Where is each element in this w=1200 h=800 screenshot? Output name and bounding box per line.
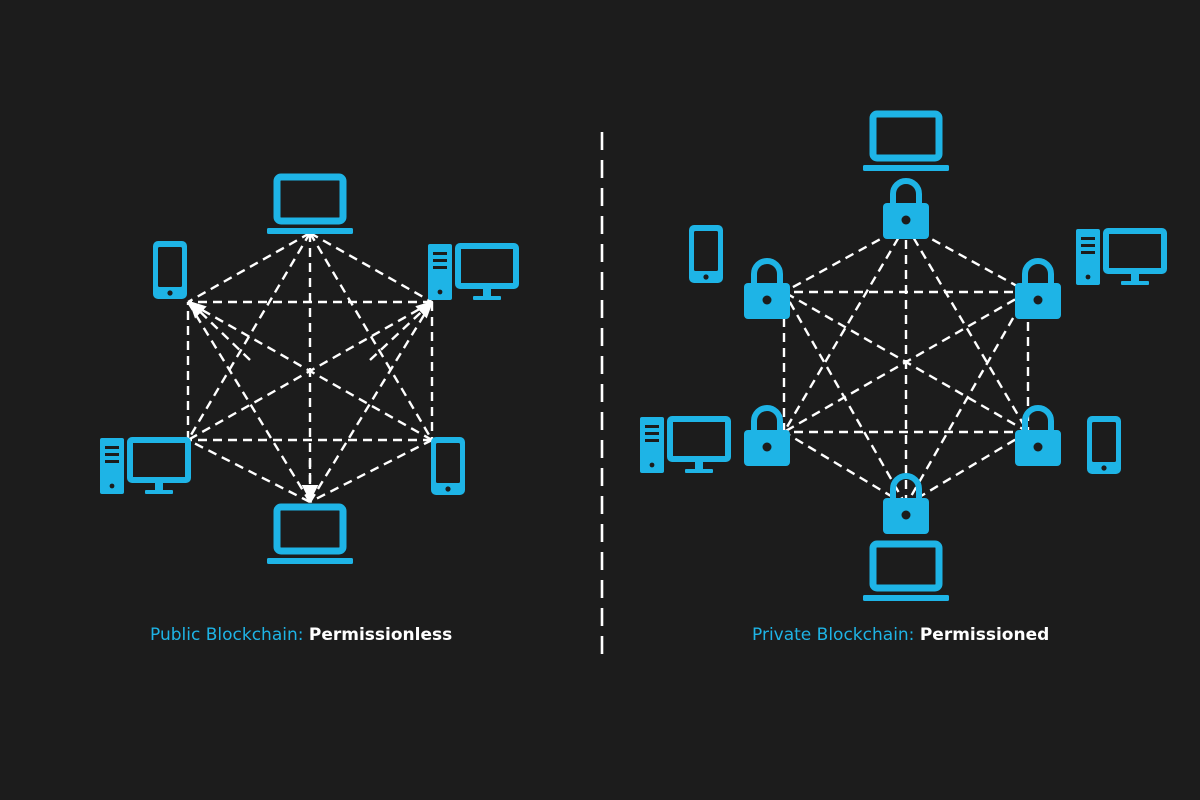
private-node-upper-right-desktop-computer-icon xyxy=(1076,228,1167,285)
private-blockchain-caption: Private Blockchain: Permissioned xyxy=(752,622,1049,648)
lock-icon-bottom xyxy=(883,473,929,534)
private-edge-2-3 xyxy=(905,430,1029,507)
public-node-top-laptop-icon xyxy=(267,173,353,234)
private-caption-value: Permissioned xyxy=(919,625,1050,645)
public-edge-2-5 xyxy=(187,300,433,442)
public-node-upper-right-desktop-computer-icon xyxy=(428,243,519,300)
public-edge-3-5 xyxy=(186,301,312,503)
public-edge-0-5 xyxy=(187,231,311,304)
private-network-locks xyxy=(744,178,1061,534)
lock-icon-top xyxy=(883,178,929,239)
private-caption-prefix: Private Blockchain: xyxy=(752,625,915,645)
public-edge-3-4 xyxy=(187,438,311,504)
public-edge-0-2 xyxy=(308,232,434,441)
lock-icon-upper-left xyxy=(744,258,790,319)
private-edge-0-4 xyxy=(782,224,908,433)
private-edge-0-2 xyxy=(904,224,1030,433)
private-edge-2-5 xyxy=(783,290,1029,434)
private-network-nodes xyxy=(640,110,1167,601)
public-edge-0-1 xyxy=(309,231,433,304)
private-node-lower-left-desktop-computer-icon xyxy=(640,416,731,473)
public-blockchain-caption: Public Blockchain: Permissionless xyxy=(150,622,452,648)
public-node-bottom-laptop-icon xyxy=(267,503,353,564)
public-network-nodes xyxy=(100,173,519,564)
public-caption-prefix: Public Blockchain: xyxy=(150,625,304,645)
public-edge-1-3 xyxy=(308,301,434,503)
public-network-edges xyxy=(186,231,434,504)
private-edge-3-5 xyxy=(782,291,908,506)
private-edge-1-3 xyxy=(904,291,1030,506)
lock-icon-upper-right xyxy=(1015,258,1061,319)
public-node-lower-right-smartphone-icon xyxy=(431,437,465,495)
private-node-upper-left-smartphone-icon xyxy=(689,225,723,283)
private-node-bottom-laptop-icon xyxy=(863,540,949,601)
public-node-upper-left-smartphone-icon xyxy=(153,241,187,299)
public-edge-2-3 xyxy=(309,438,433,504)
private-node-top-laptop-icon xyxy=(863,110,949,171)
lock-icon-lower-right xyxy=(1015,405,1061,466)
public-node-lower-left-desktop-computer-icon xyxy=(100,437,191,494)
public-caption-value: Permissionless xyxy=(308,625,453,645)
private-node-lower-right-smartphone-icon xyxy=(1087,416,1121,474)
lock-icon-lower-left xyxy=(744,405,790,466)
private-edge-3-4 xyxy=(783,430,907,507)
private-network-edges xyxy=(782,223,1030,507)
